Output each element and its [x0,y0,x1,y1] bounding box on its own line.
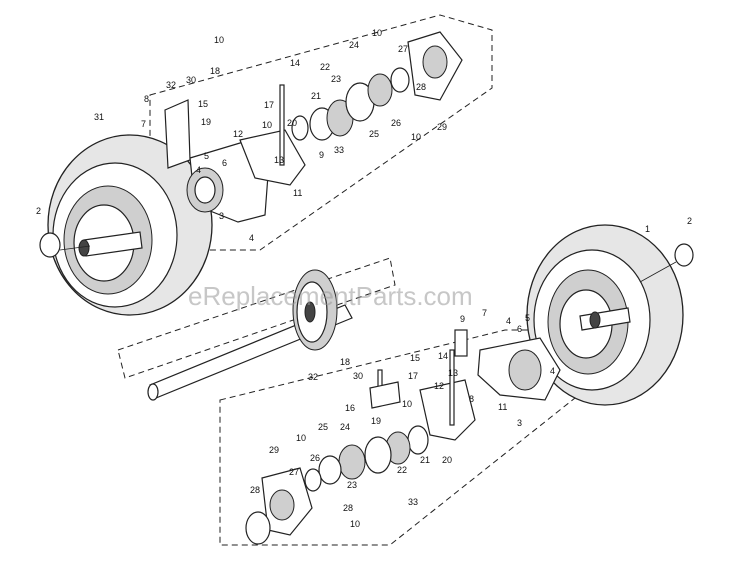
callout-c-l-15: 15 [410,353,420,363]
callout-c-l-17: 17 [408,371,418,381]
callout-c-u-11: 11 [293,188,302,198]
callout-c-l-27: 27 [289,467,299,477]
callout-c-u-21: 21 [311,91,321,101]
callout-c-l-22: 22 [397,465,407,475]
callout-c-l-20: 20 [442,455,452,465]
callout-c-u-18: 18 [210,66,220,76]
callout-c-u-8: 8 [144,94,149,104]
callout-c-l-21: 21 [420,455,430,465]
lower-gearbox-housing [454,329,561,401]
lower-bearing-stack [245,425,429,545]
callout-c-u-26: 26 [391,118,401,128]
callout-c-u-4b: 4 [249,233,254,243]
callout-c-l-3: 3 [517,418,522,428]
upper-bracket [239,84,306,186]
callout-c-u-32: 32 [166,80,176,90]
callout-c-u-5: 5 [204,151,209,161]
callout-c-l-29: 29 [269,445,279,455]
callout-c-u-23: 23 [331,74,341,84]
callout-c-l-32: 32 [308,372,318,382]
callout-c-l-30: 30 [353,371,363,381]
callout-c-u-3: 3 [219,211,224,221]
callout-c-l-28a: 28 [250,485,260,495]
callout-c-l-4b: 4 [550,366,555,376]
callout-c-u-7: 7 [141,119,146,129]
callout-c-l-25: 25 [318,422,328,432]
callout-c-l-4a: 4 [506,316,511,326]
callout-c-u-9: 9 [319,150,324,160]
callout-c-u-12: 12 [233,129,243,139]
callout-c-u-27: 27 [398,44,408,54]
callout-c-u-2: 2 [36,206,41,216]
callout-c-l-11: 11 [498,402,507,412]
callout-c-u-15: 15 [198,99,208,109]
callout-c-u-10a: 10 [214,35,224,45]
callout-c-l-10a: 10 [402,399,412,409]
callout-c-l-12: 12 [434,381,444,391]
callout-c-l-18: 18 [340,357,350,367]
callout-c-u-33: 33 [334,145,344,155]
callout-c-l-13: 13 [448,368,458,378]
callout-c-u-31: 31 [94,112,104,122]
callout-c-u-24: 24 [349,40,359,50]
callout-c-u-10b: 10 [262,120,272,130]
watermark: eReplacementParts.com [188,281,473,311]
left-wheel [39,134,213,316]
callout-c-u-14: 14 [290,58,300,68]
callout-c-l-2: 2 [687,216,692,226]
callout-c-u-28: 28 [416,82,426,92]
upper-bearing-stack [291,31,463,141]
callout-c-u-29: 29 [437,122,447,132]
callout-c-l-10c: 10 [350,519,360,529]
callout-c-l-10b: 10 [296,433,306,443]
callout-c-l-14: 14 [438,351,448,361]
right-wheel [526,224,694,406]
callout-c-u-17: 17 [264,100,274,110]
callout-c-u-25: 25 [369,129,379,139]
callout-c-l-6: 6 [517,324,522,334]
callout-c-l-23: 23 [347,480,357,490]
callout-c-l-9: 9 [460,314,465,324]
callout-c-u-30: 30 [186,75,196,85]
callout-c-l-16: 16 [345,403,355,413]
callout-c-u-6: 6 [222,158,227,168]
axle-and-gear [147,269,353,401]
callout-c-l-7: 7 [482,308,487,318]
callout-c-u-4a: 4 [196,165,201,175]
callout-c-u-20: 20 [287,118,297,128]
callout-c-u-22: 22 [320,62,330,72]
callout-c-l-1: 1 [645,224,650,234]
callout-c-l-26: 26 [310,453,320,463]
callout-c-u-10c: 10 [372,28,382,38]
callout-c-u-13: 13 [274,155,284,165]
callout-c-l-5: 5 [525,313,530,323]
callout-c-l-28b: 28 [343,503,353,513]
callout-c-u-10d: 10 [411,132,421,142]
callout-c-l-33: 33 [408,497,418,507]
lower-bracket [369,349,476,441]
callout-c-l-24: 24 [340,422,350,432]
callout-c-l-19: 19 [371,416,381,426]
callout-c-l-8: 8 [469,394,474,404]
callout-c-u-19: 19 [201,117,211,127]
